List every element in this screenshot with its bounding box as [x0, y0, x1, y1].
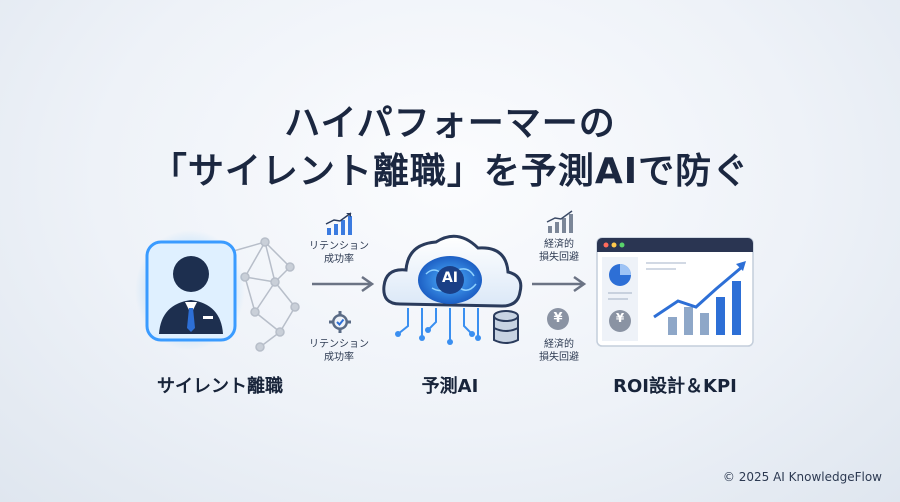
- growth-chart-icon-2: [545, 210, 575, 234]
- stage-label-roi-kpi: ROI設計＆KPI: [613, 376, 737, 397]
- right-arrow-icon: [310, 275, 380, 293]
- stage-label-silent-attrition: サイレント離職: [157, 376, 283, 397]
- arrow1-top-label-line1: リテンション: [309, 241, 369, 252]
- stage-label-predictive-ai: 予測AI: [421, 376, 479, 397]
- copyright: © 2025 AI KnowledgeFlow: [722, 470, 882, 484]
- ai-badge: AI: [441, 270, 459, 286]
- page-title-line2: 「サイレント離職」を予測AIで防ぐ: [150, 151, 750, 192]
- arrow1-bottom-label-line2: 成功率: [324, 352, 354, 363]
- arrow2-top-label-line1: 経済的: [544, 239, 574, 250]
- dashboard-chart-icon: ¥: [596, 237, 756, 349]
- arrow1-bottom-label: リテンション 成功率: [303, 338, 375, 364]
- yen-coin-symbol: ¥: [547, 308, 569, 330]
- arrow1-top-label: リテンション 成功率: [303, 240, 375, 266]
- yen-coin-icon: ¥: [547, 308, 571, 332]
- ai-cloud-brain-icon: AI: [378, 222, 524, 362]
- page-title-line1: ハイパフォーマーの: [284, 103, 616, 144]
- dashboard-yen-symbol: ¥: [615, 311, 625, 325]
- right-arrow-icon-2: [530, 275, 592, 293]
- growth-chart-icon: [324, 212, 354, 236]
- arrow2-bottom-label-line2: 損失回避: [539, 352, 579, 363]
- arrow2-bottom-label-line1: 経済的: [544, 339, 574, 350]
- arrow2-top-label-line2: 損失回避: [539, 252, 579, 263]
- person-network-icon: [135, 222, 305, 362]
- arrow2-bottom-label: 経済的 損失回避: [523, 338, 595, 364]
- arrow1-top-label-line2: 成功率: [324, 254, 354, 265]
- arrow2-top-label: 経済的 損失回避: [523, 238, 595, 264]
- arrow1-bottom-label-line1: リテンション: [309, 339, 369, 350]
- gear-check-icon: [328, 310, 352, 334]
